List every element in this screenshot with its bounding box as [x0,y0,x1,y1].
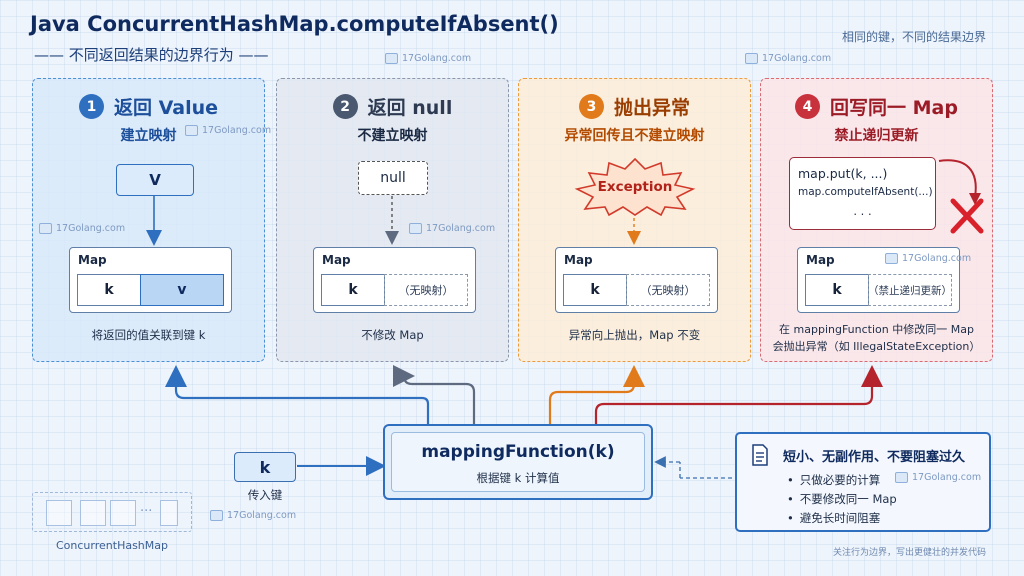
map-label: Map [806,253,835,267]
map-box: Map k （无映射） [313,247,476,313]
tip-item: 只做必要的计算 [787,471,897,490]
watermark-logo-icon [185,125,198,136]
watermark: 17Golang.com [409,223,495,234]
map-key-cell: k [321,274,385,306]
panel-heading: 1 返回 Value [33,93,264,120]
panel-return-value: 1 返回 Value 建立映射 V Map k v 将返回的值关联到键 k 17… [32,78,271,362]
exception-label: Exception [597,179,673,195]
chm-decoration-frame [32,492,192,532]
panel-description: 不修改 Map [361,328,424,342]
top-note: 相同的键，不同的结果边界 [841,30,986,44]
map-key-cell: k [805,274,869,306]
panel-title: 抛出异常 [613,97,690,119]
map-label: Map [322,253,351,267]
panel-return-null: 2 返回 null 不建立映射 null Map k （无映射） 不修改 Map… [276,78,509,362]
chm-decoration-cell [46,500,72,526]
watermark: 17Golang.com [39,223,125,234]
panel-description-line: 会抛出异常（如 IllegalStateException） [772,340,981,353]
panel-subtitle: 异常回传且不建立映射 [564,128,705,144]
map-label: Map [78,253,107,267]
mapping-function-inner [391,432,645,492]
tip-list: 只做必要的计算 不要修改同一 Map 避免长时间阻塞 [787,471,897,528]
watermark: 17Golang.com [185,125,271,136]
panel-throw-exception: 3 抛出异常 异常回传且不建立映射 Exception Map k （无映射） … [518,78,751,362]
input-key-label: 传入键 [247,488,283,502]
chm-decoration-cell [160,500,178,526]
code-snippet: map.put(k, ...) map.computeIfAbsent(...)… [789,157,936,230]
tip-box: 短小、无副作用、不要阻塞过久 只做必要的计算 不要修改同一 Map 避免长时间阻… [735,432,991,532]
chm-decoration-cell [80,500,106,526]
chm-decoration-ellipsis: ··· [140,504,153,519]
panel-description: 将返回的值关联到键 k [91,328,206,342]
map-label: Map [564,253,593,267]
panel-title: 回写同一 Map [830,97,958,119]
map-value-cell: （无映射） [626,274,710,306]
watermark-logo-icon [385,53,398,64]
code-line: map.put(k, ...) [798,166,888,181]
code-line: map.computeIfAbsent(...) [798,186,933,198]
map-value-cell: （禁止递归更新） [868,274,952,306]
watermark-logo-icon [885,253,898,264]
document-icon [752,444,768,466]
watermark-logo-icon [895,472,908,483]
panel-title: 返回 null [367,97,453,119]
input-key-box: k [234,452,296,482]
watermark-logo-icon [210,510,223,521]
returned-null-box: null [358,161,428,195]
exception-burst-icon [574,157,696,217]
map-box: Map k （禁止递归更新） [797,247,960,313]
watermark: 17Golang.com [885,253,971,264]
panel-heading: 4 回写同一 Map [761,93,992,120]
map-box: Map k （无映射） [555,247,718,313]
panel-description: 异常向上抛出，Map 不变 [568,328,701,342]
panel-heading: 3 抛出异常 [519,93,750,120]
chm-decoration-label: ConcurrentHashMap [56,539,168,552]
footer-note: 关注行为边界，写出更健壮的并发代码 [832,548,986,558]
watermark-logo-icon [39,223,52,234]
panel-title: 返回 Value [113,97,219,119]
chm-decoration-cell [110,500,136,526]
watermark: 17Golang.com [895,472,981,483]
watermark: 17Golang.com [745,53,831,64]
forbidden-loop-icon [938,159,984,234]
watermark: 17Golang.com [385,53,471,64]
tip-title: 短小、无副作用、不要阻塞过久 [783,450,966,465]
mapping-function-box: mappingFunction(k) 根据键 k 计算值 [383,424,653,500]
mapping-function-subtitle: 根据键 k 计算值 [476,471,560,485]
panel-recursive-update: 4 回写同一 Map 禁止递归更新 map.put(k, ...) map.co… [760,78,993,362]
step-number-badge: 2 [332,94,358,119]
map-value-cell: v [140,274,224,306]
watermark-logo-icon [745,53,758,64]
watermark-logo-icon [409,223,422,234]
map-value-cell: （无映射） [384,274,468,306]
panel-heading: 2 返回 null [277,93,508,120]
watermark: 17Golang.com [210,510,296,521]
panel-description-line: 在 mappingFunction 中修改同一 Map [779,323,974,336]
map-key-cell: k [563,274,627,306]
mapping-function-title: mappingFunction(k) [421,442,615,462]
returned-value-box: V [116,164,194,196]
step-number-badge: 1 [78,94,104,119]
map-key-cell: k [77,274,141,306]
panel-subtitle: 不建立映射 [357,128,428,144]
code-line: . . . [853,204,872,218]
map-box: Map k v [69,247,232,313]
panel-subtitle: 建立映射 [120,128,177,144]
page-title: Java ConcurrentHashMap.computeIfAbsent() [30,12,559,36]
page-subtitle: —— 不同返回结果的边界行为 —— [34,46,269,64]
tip-item: 避免长时间阻塞 [787,509,897,528]
panel-subtitle: 禁止递归更新 [834,128,919,144]
step-number-badge: 3 [578,94,604,119]
step-number-badge: 4 [795,94,821,119]
tip-item: 不要修改同一 Map [787,490,897,509]
